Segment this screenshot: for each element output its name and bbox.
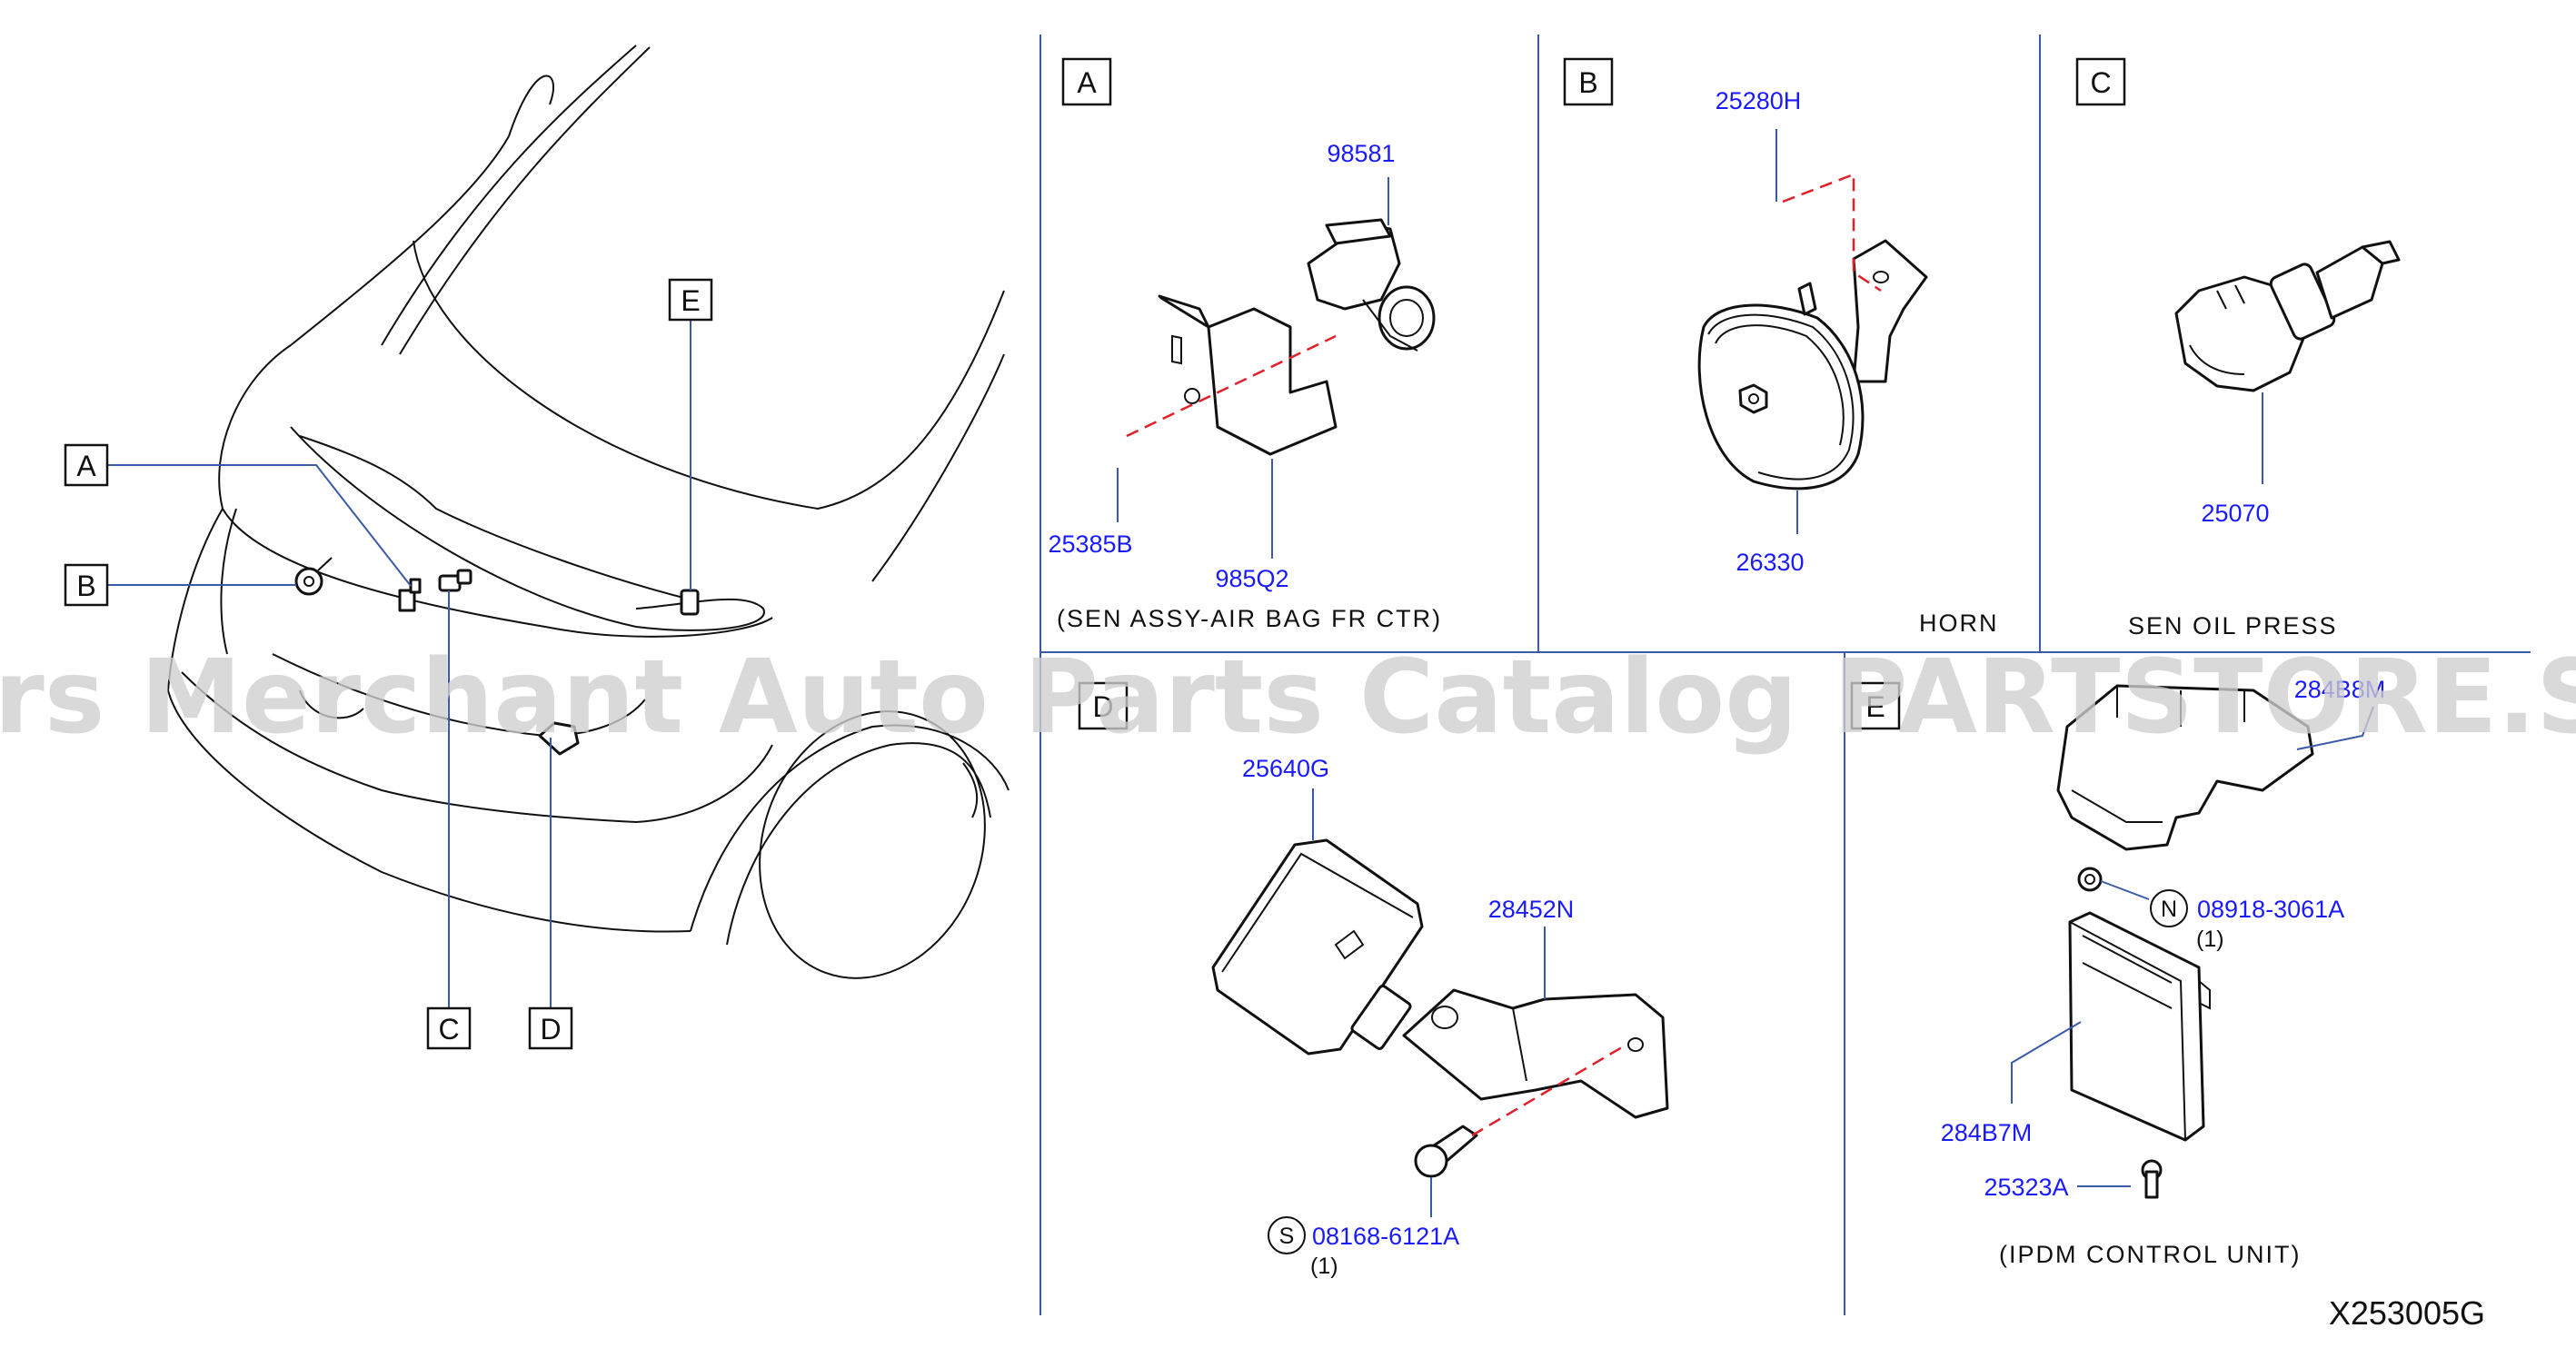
oil-pressure-sensor-drawing [2174,240,2401,392]
part-number-28452n: 28452N [1488,896,1575,923]
ipdm-unit-drawing [2068,911,2211,1142]
marker-horn [294,557,333,596]
section-a-letter: A [1077,66,1097,99]
part-number-985q2: 985Q2 [1215,565,1288,592]
nut-08918-3061a-drawing [2077,867,2103,892]
section-a: A 98581 25385B 985Q2 (SEN ASSY-AIR BAG F… [1048,57,1442,632]
horn-drawing [1697,173,1928,491]
part-number-25385b: 25385B [1048,530,1132,558]
section-e-letter: E [1865,690,1885,723]
marker-ipdm [680,589,700,616]
diagram-code: X253005G [2329,1294,2485,1332]
part-number-08168-6121a: 08168-6121A [1312,1223,1459,1250]
part-number-25640g: 25640G [1242,755,1329,782]
overview-callout-c: C [426,1006,472,1050]
vehicle-front-overview: A B C D E [64,45,1010,1050]
airbag-sensor-drawing [1126,218,1436,456]
section-c: C 25070 SEN OIL PRESS [2075,57,2401,639]
bracket-28452n-drawing [1402,988,1669,1119]
fastener-symbol-n: N [2150,889,2188,927]
section-b: B 25280H 26330 HORN [1563,57,1999,637]
unit-25640g-drawing [1211,838,1424,1056]
section-c-caption: SEN OIL PRESS [2128,612,2338,639]
part-number-25280h: 25280H [1716,87,1802,114]
svg-text:C: C [438,1013,459,1046]
section-e: E 284B8M N 08918-3061A (1) [1850,676,2386,1268]
part-number-25323a: 25323A [1984,1174,2068,1201]
section-d-letter: D [1092,690,1113,723]
overview-callout-e: E [668,278,713,322]
marker-oil-sensor [438,569,472,592]
quantity-08168-6121a: (1) [1310,1254,1338,1279]
part-number-284b7m: 284B7M [1941,1119,2033,1146]
bolt-08168-6121a-drawing [1414,1125,1478,1178]
svg-text:S: S [1279,1224,1295,1249]
svg-text:B: B [76,570,95,602]
section-e-caption: (IPDM CONTROL UNIT) [1999,1241,2301,1268]
section-b-letter: B [1578,66,1597,99]
quantity-08918-3061a: (1) [2196,927,2224,952]
part-number-98581: 98581 [1327,140,1395,167]
ipdm-cover-drawing [2056,684,2314,851]
part-number-25070: 25070 [2201,500,2269,527]
part-number-08918-3061a: 08918-3061A [2197,896,2344,923]
svg-text:A: A [76,450,96,482]
fastener-symbol-s: S [1268,1216,1306,1254]
overview-callout-a: A [64,443,109,487]
section-b-caption: HORN [1919,610,1999,637]
section-a-caption: (SEN ASSY-AIR BAG FR CTR) [1057,605,1442,632]
svg-text:D: D [540,1013,561,1046]
section-dividers [1039,35,2531,1315]
overview-callout-d: D [528,1006,573,1050]
watermark: Offers Merchant Auto Parts Catalog PARTS… [0,639,2576,757]
section-d: D 25640G 28452N S 08168-6121A (1) [1078,681,1669,1279]
svg-text:N: N [2161,897,2177,922]
overview-callout-b: B [64,563,109,607]
bolt-25323a-drawing [2141,1159,2163,1199]
svg-text:E: E [681,284,700,317]
part-number-284b8m: 284B8M [2294,676,2386,703]
marker-bracket-d [538,721,580,756]
part-number-26330: 26330 [1736,549,1804,576]
section-c-letter: C [2090,66,2111,99]
